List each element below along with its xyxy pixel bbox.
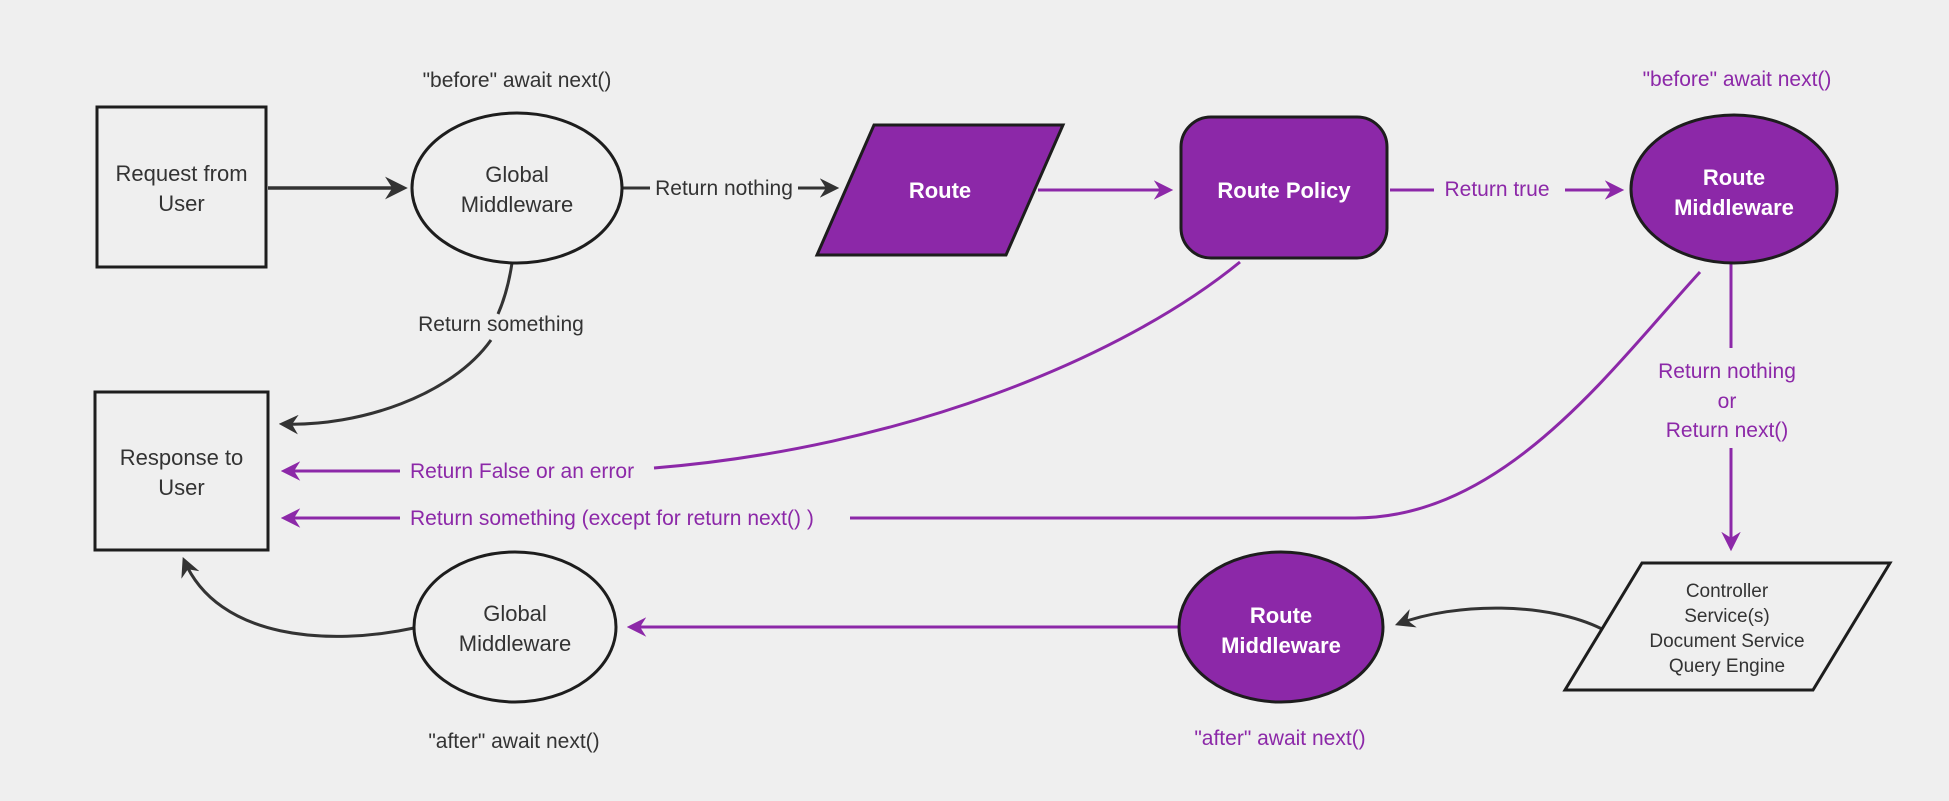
label-after-await-next-route: "after" await next()	[1194, 727, 1365, 750]
global-middleware-top-label-line2: Middleware	[461, 192, 574, 217]
label-return-true: Return true	[1444, 178, 1549, 201]
label-return-something: Return something	[418, 313, 584, 336]
edge-returnsomething-lower	[278, 339, 493, 435]
route-middleware-top-label-line2: Middleware	[1674, 195, 1794, 220]
request-node-label-line1: Request from	[115, 161, 247, 186]
label-after-await-next-global: "after" await next()	[428, 730, 599, 753]
route-node-label: Route	[909, 178, 971, 203]
response-node-label-line2: User	[158, 475, 204, 500]
label-return-something-except: Return something (except for return next…	[410, 507, 814, 530]
controller-label-line2: Service(s)	[1684, 606, 1770, 627]
route-middleware-top-label-line1: Route	[1703, 165, 1765, 190]
route-middleware-bottom-label-line1: Route	[1250, 603, 1312, 628]
edge-returnexcept-curve	[850, 270, 1702, 520]
route-policy-node	[1179, 115, 1389, 260]
label-before-await-next-route: "before" await next()	[1643, 68, 1832, 91]
label-return-false-or-error: Return False or an error	[410, 460, 634, 483]
label-return-nothing: Return nothing	[655, 177, 793, 200]
controller-label-line1: Controller	[1686, 581, 1769, 602]
edge-controller-to-routemw-bottom	[1394, 606, 1603, 631]
edge-returnfalse-curve	[653, 260, 1241, 470]
global-middleware-top-node	[410, 111, 624, 265]
route-node	[814, 123, 1066, 257]
global-middleware-bottom-node	[412, 550, 618, 704]
global-middleware-bottom-label-line2: Middleware	[459, 631, 572, 656]
response-node-label-line1: Response to	[120, 445, 244, 470]
label-return-nothing-or-line2: or	[1718, 390, 1737, 413]
route-middleware-top-node	[1629, 113, 1839, 265]
route-middleware-bottom-node	[1177, 550, 1385, 704]
response-to-user-node	[93, 390, 270, 552]
global-middleware-bottom-label-line1: Global	[483, 601, 547, 626]
global-middleware-top-label-line1: Global	[485, 162, 549, 187]
controller-label-line4: Query Engine	[1669, 656, 1785, 677]
edge-returnsomething-upper	[496, 262, 514, 315]
label-return-nothing-or-line1: Return nothing	[1658, 360, 1796, 383]
edge-globalmw-bottom-to-response	[181, 557, 415, 638]
controller-services-node	[1562, 561, 1893, 692]
route-policy-node-label: Route Policy	[1217, 178, 1351, 203]
label-before-await-next-global: "before" await next()	[423, 69, 612, 92]
route-middleware-bottom-label-line2: Middleware	[1221, 633, 1341, 658]
request-node-label-line2: User	[158, 191, 204, 216]
controller-label-line3: Document Service	[1649, 631, 1804, 652]
label-return-nothing-or-line3: Return next()	[1666, 419, 1789, 442]
request-from-user-node	[95, 105, 268, 269]
